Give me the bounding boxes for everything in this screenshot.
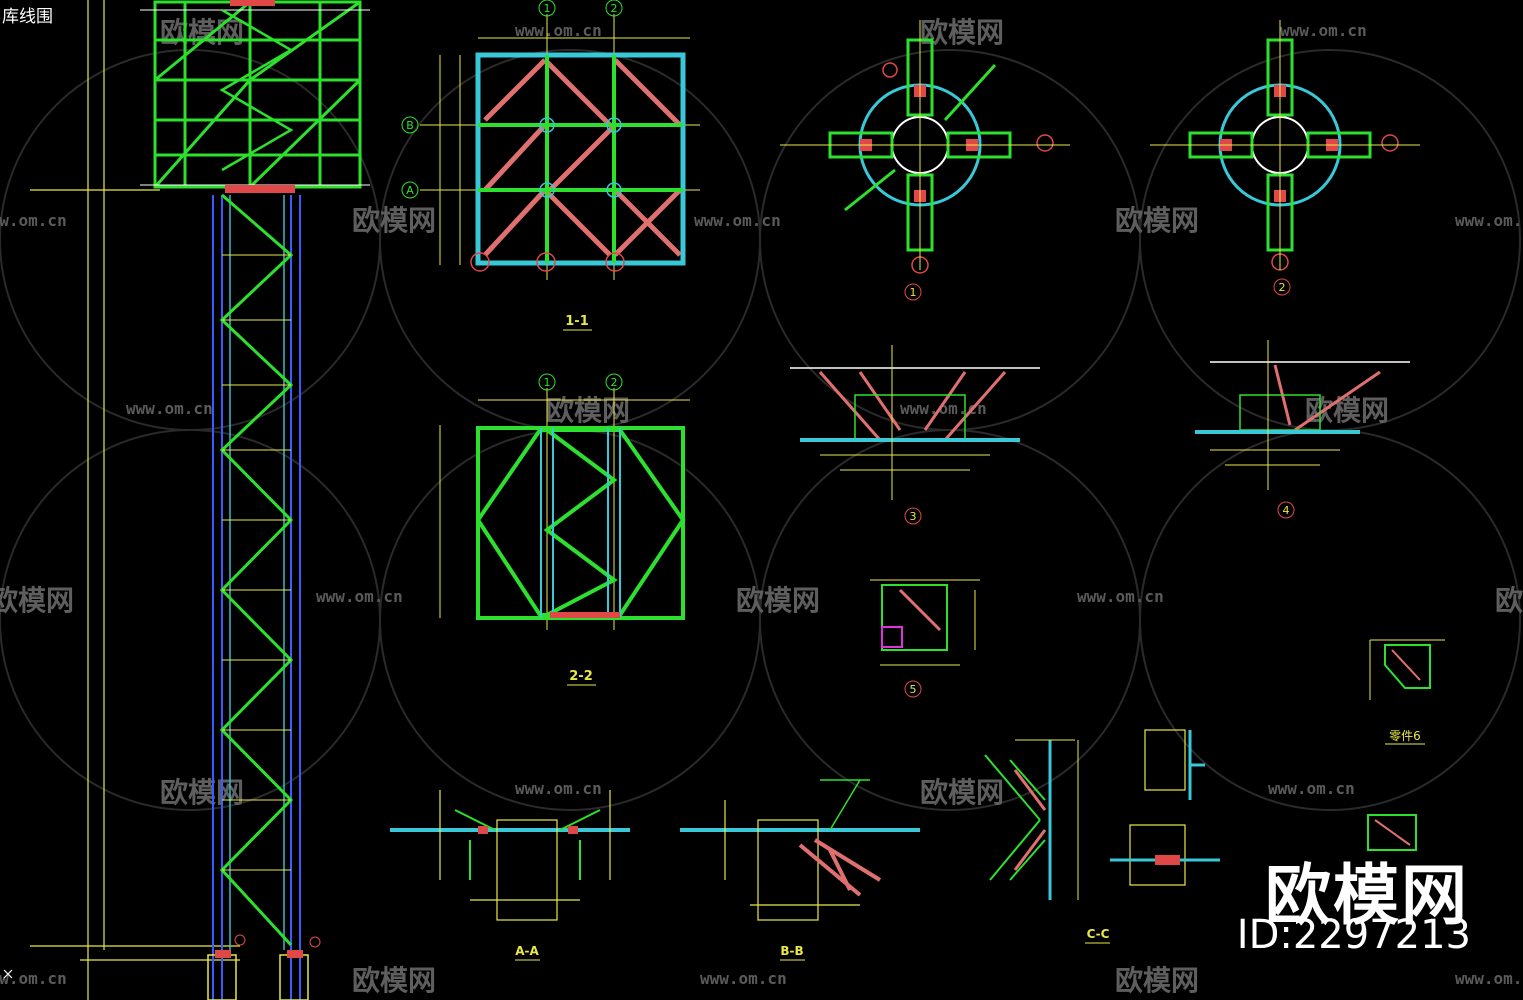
watermark-url-text: www.om.cn: [0, 211, 67, 230]
section-1-1-plan[interactable]: 1 2 B A 1: [401, 0, 700, 331]
section-title-a-a: A-A: [515, 944, 539, 958]
watermark-url-text: www.om.cn: [515, 21, 602, 40]
watermark-logo-text: 欧模网: [160, 16, 244, 49]
watermark-logo-text: 欧模网: [546, 394, 630, 427]
watermark-logo-text: 欧模网: [160, 776, 244, 809]
watermark-logo-text: 欧模网: [1115, 964, 1199, 997]
watermark-url-text: www.om.cn: [700, 969, 787, 988]
watermark-url-text: www.om.cn: [126, 399, 213, 418]
brand-logo-text: 欧模网: [1265, 857, 1469, 934]
section-title-1-1: 1-1: [565, 314, 589, 329]
detail-2-joint-plan[interactable]: 2: [1150, 20, 1420, 296]
detail-number-label: 5: [910, 683, 917, 696]
watermark-urls: www.om.cn www.om.cn www.om.cn www.om.cn …: [0, 21, 1523, 988]
watermark-url-text: www.om.cn: [1455, 211, 1523, 230]
watermark-url-text: www.om.cn: [316, 587, 403, 606]
watermark-logo-text: 欧模网: [1495, 584, 1523, 617]
watermark-url-text: www.om.cn: [515, 779, 602, 798]
section-b-b[interactable]: B-B: [680, 779, 920, 961]
section-2-2-plan[interactable]: 1 2 2-2: [439, 373, 690, 686]
axis-bubble-label: 2: [611, 376, 618, 389]
section-c-c[interactable]: C-C: [984, 729, 1220, 944]
tower-elevation[interactable]: [30, 0, 370, 1000]
axis-bubble-label: 1: [544, 2, 551, 15]
detail-3-section[interactable]: 3: [790, 345, 1040, 525]
watermark-logo-text: 欧模网: [736, 584, 820, 617]
section-title-c-c: C-C: [1087, 927, 1110, 941]
section-title-b-b: B-B: [780, 944, 803, 958]
watermark-url-text: www.om.cn: [1280, 21, 1367, 40]
tower-lattice-zigzag: [219, 193, 294, 947]
axis-bubble-label: 1: [544, 376, 551, 389]
detail-number-label: 1: [910, 286, 917, 299]
watermark-logo-text: 欧模网: [1305, 394, 1389, 427]
detail-1-joint-plan[interactable]: 1: [780, 20, 1070, 301]
section-a-a[interactable]: A-A: [390, 790, 630, 961]
watermark-url-text: www.om.cn: [694, 211, 781, 230]
watermark-url-text: www.om.cn: [0, 969, 67, 988]
section-title-2-2: 2-2: [569, 669, 593, 684]
watermark-logo-text: 欧模网: [352, 964, 436, 997]
watermark-logo-text: 欧模网: [352, 204, 436, 237]
watermark-logo-text: 欧模网: [0, 584, 74, 617]
watermark-logo-text: 欧模网: [920, 776, 1004, 809]
watermark-url-text: www.om.cn: [1455, 969, 1523, 988]
detail-number-label: 4: [1283, 504, 1290, 517]
watermark-url-text: www.om.cn: [1268, 779, 1355, 798]
axis-bubble-label: B: [406, 119, 414, 132]
watermark-logo-text: 欧模网: [1115, 204, 1199, 237]
detail-4-section[interactable]: 4: [1195, 340, 1410, 519]
brand-id-label: ID:2297213: [1236, 912, 1471, 958]
axis-bubble-label: A: [406, 184, 414, 197]
detail-number-label: 3: [910, 510, 917, 523]
part-6-label: 零件6: [1389, 729, 1421, 743]
axis-bubble-label: 2: [611, 2, 618, 15]
detail-5-plate[interactable]: 5: [870, 579, 980, 698]
drawing-tab-label[interactable]: 库线围: [2, 7, 53, 27]
detail-number-label: 2: [1279, 281, 1286, 294]
watermark-logo-text: 欧模网: [920, 16, 1004, 49]
part-6-detail[interactable]: 零件6: [1367, 639, 1445, 851]
crosshair-cursor-icon: [3, 969, 13, 979]
watermark-url-text: www.om.cn: [1077, 587, 1164, 606]
watermark-logos: 欧模网 欧模网 欧模网 欧模网 欧模网 欧模网 欧模网 欧模网 欧模网 欧模网 …: [0, 16, 1523, 997]
